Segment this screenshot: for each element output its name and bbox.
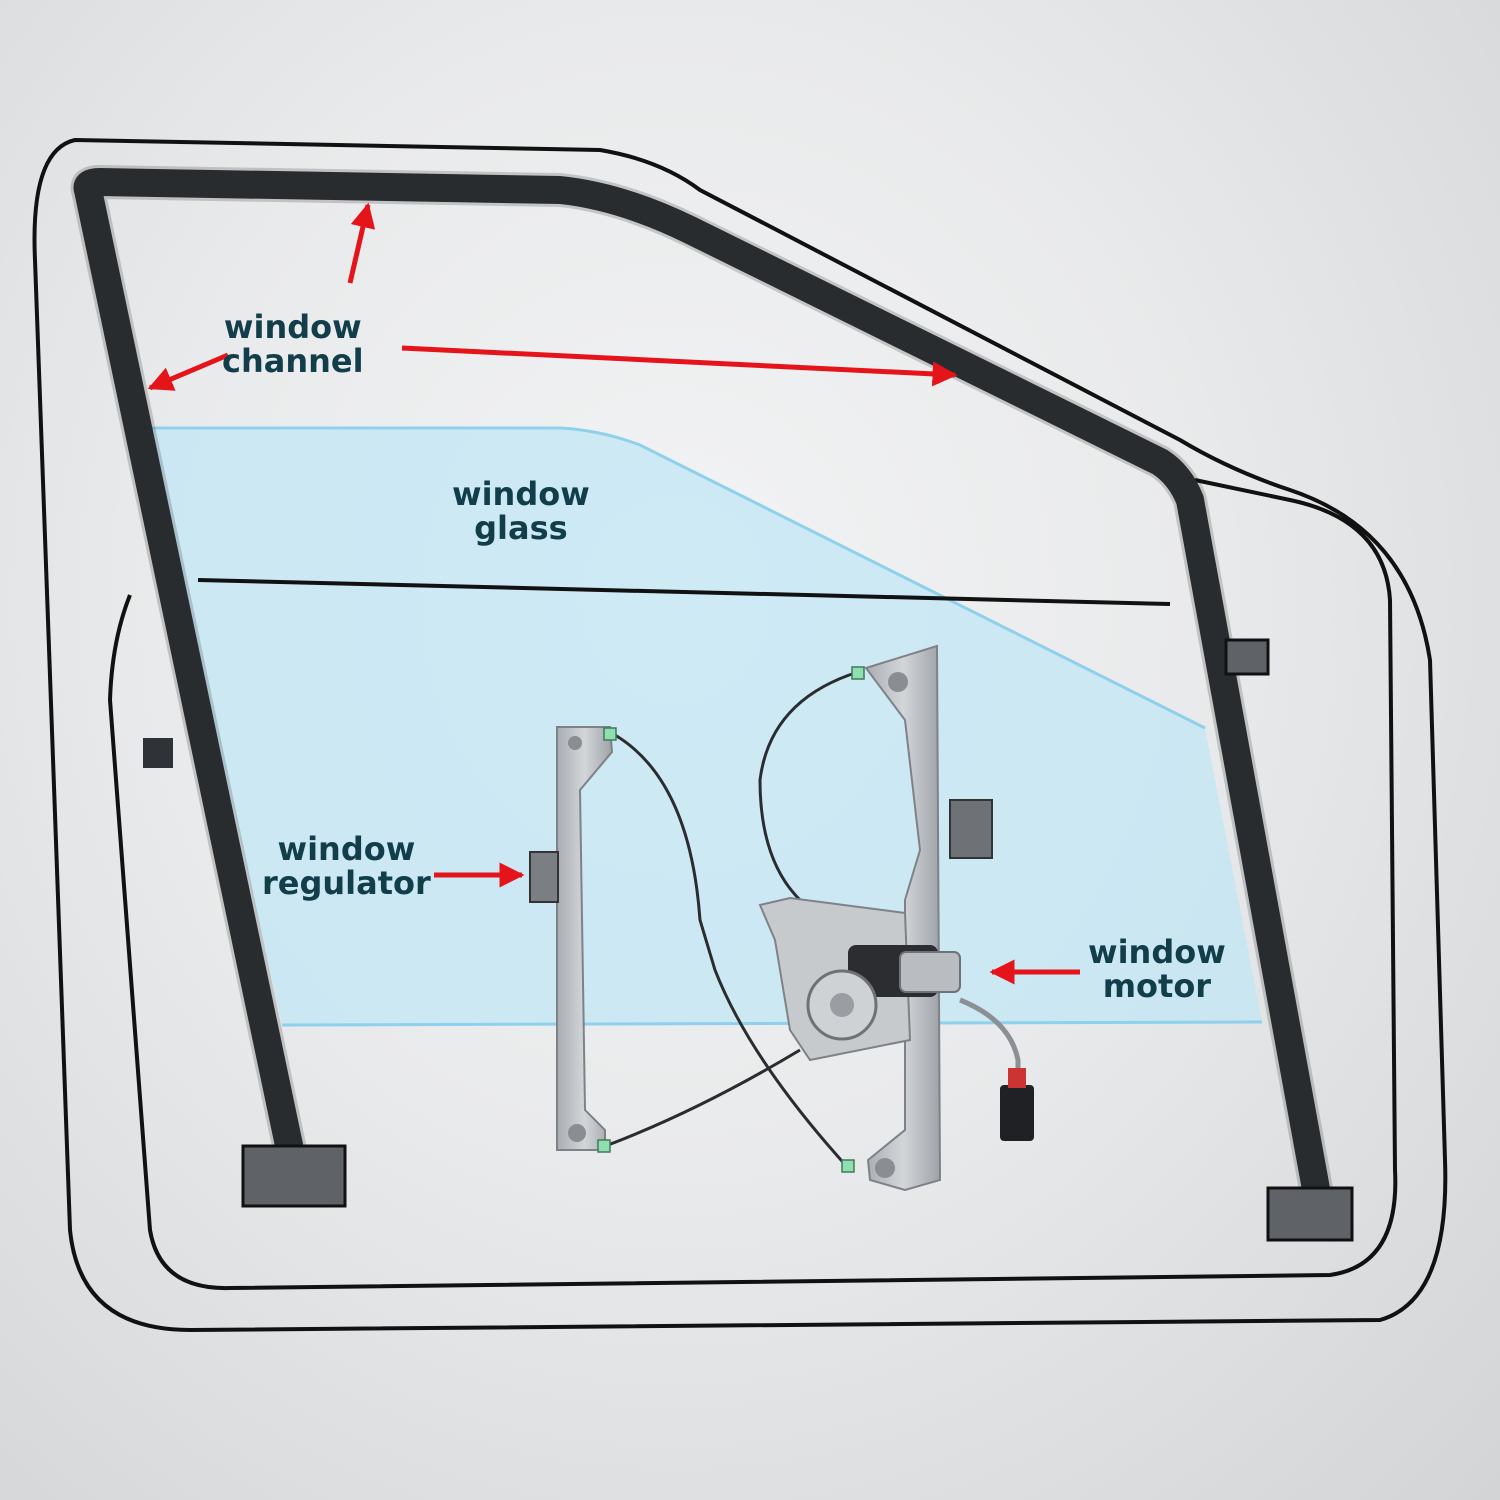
regulator-right-clip xyxy=(949,799,993,859)
label-window-motor: window motor xyxy=(1088,935,1226,1003)
annotation-arrows xyxy=(147,202,1080,985)
channel-foot-right xyxy=(1266,1186,1354,1242)
window-channel xyxy=(73,168,1332,1203)
label-window-motor-line2: motor xyxy=(1102,967,1212,1005)
label-window-glass-line1: window xyxy=(452,475,590,513)
window-channel-outline xyxy=(70,165,1335,1204)
window-glass-edge xyxy=(148,426,1206,730)
motor-connector xyxy=(1000,1085,1034,1141)
channel-tab-right xyxy=(1224,638,1270,676)
channel-foot-left xyxy=(241,1144,347,1208)
regulator-left-clip xyxy=(529,851,559,903)
label-window-motor-line1: window xyxy=(1088,933,1226,971)
label-window-regulator-line1: window xyxy=(277,830,416,868)
window-glass-bottom-edge xyxy=(281,1020,1263,1027)
regulator-cables xyxy=(607,670,1021,1172)
label-window-glass-line2: glass xyxy=(474,509,568,547)
door-belt-line xyxy=(197,578,1171,606)
channel-tab-left xyxy=(143,738,173,768)
door-inner-outline xyxy=(107,478,1398,1291)
arrow-channel-right xyxy=(401,345,958,387)
arrow-channel-left xyxy=(147,352,229,391)
label-window-glass: window glass xyxy=(452,477,590,545)
label-window-channel-line2: channel xyxy=(222,342,364,380)
label-window-regulator: window regulator xyxy=(262,832,431,900)
door-outline xyxy=(32,137,1448,1333)
label-window-channel: window channel xyxy=(222,310,364,378)
arrow-channel-top xyxy=(347,202,376,284)
label-window-channel-line1: window xyxy=(223,308,362,346)
label-window-regulator-line2: regulator xyxy=(262,864,431,902)
regulator-right-rail xyxy=(864,644,942,1192)
window-glass xyxy=(148,428,1262,1025)
regulator-green-clips xyxy=(597,666,865,1173)
